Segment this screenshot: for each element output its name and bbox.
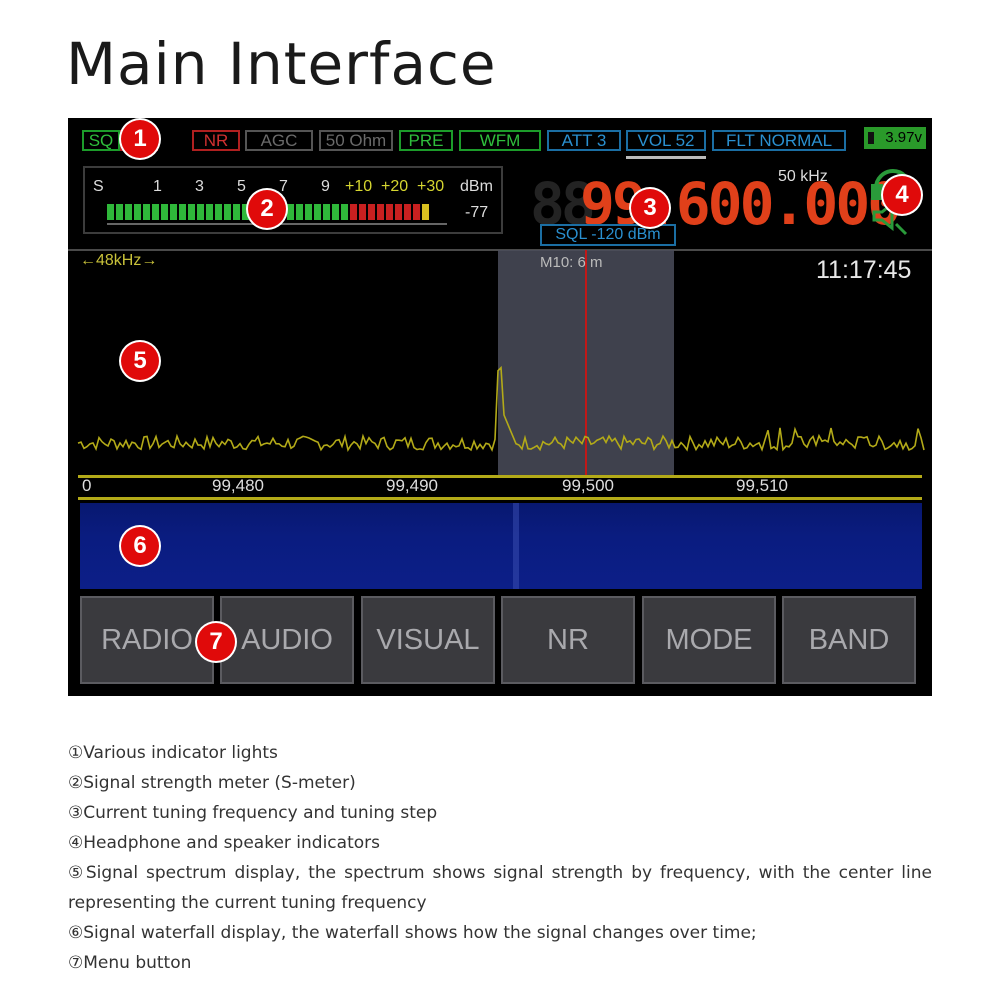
spectrum-axis-line — [78, 475, 922, 478]
smeter-tick-plus: +10 — [345, 178, 373, 195]
legend-descriptions: ①Various indicator lights ②Signal streng… — [68, 738, 932, 978]
smeter-segment — [287, 204, 294, 220]
axis-label: 99,480 — [212, 476, 264, 495]
smeter-segment — [368, 204, 375, 220]
s-meter: S 1 3 5 7 9 +10 +20 +30 dBm -77 — [83, 166, 503, 234]
menu-button-mode[interactable]: MODE — [642, 596, 776, 684]
smeter-tick: 7 — [279, 178, 288, 195]
smeter-tick: 5 — [237, 178, 246, 195]
description-item: ⑦Menu button — [68, 953, 192, 973]
smeter-tick: 3 — [195, 178, 204, 195]
callout-badge-1: 1 — [121, 120, 159, 158]
smeter-segment — [179, 204, 186, 220]
smeter-segment — [107, 204, 114, 220]
spectrum-trace — [77, 365, 925, 453]
smeter-value: -77 — [465, 204, 489, 221]
wfm-indicator: WFM — [459, 130, 541, 151]
smeter-segment — [152, 204, 159, 220]
smeter-segment — [305, 204, 312, 220]
description-item: ②Signal strength meter (S-meter) — [68, 773, 356, 793]
smeter-segment — [233, 204, 240, 220]
flt-indicator: FLT NORMAL — [712, 130, 846, 151]
vol-indicator: VOL 52 — [626, 130, 706, 151]
smeter-segment — [224, 204, 231, 220]
menu-button-nr[interactable]: NR — [501, 596, 635, 684]
smeter-tick-plus: +30 — [417, 178, 445, 195]
memory-marker: M10: 6 m — [540, 254, 603, 271]
smeter-segment — [422, 204, 429, 220]
callout-badge-5: 5 — [121, 342, 159, 380]
vol-underline — [626, 156, 706, 159]
smeter-segment — [125, 204, 132, 220]
smeter-segment — [242, 204, 249, 220]
smeter-segment — [188, 204, 195, 220]
callout-badge-3: 3 — [631, 189, 669, 227]
axis-label: 99,510 — [736, 476, 788, 495]
callout-badge-4: 4 — [883, 176, 921, 214]
smeter-segment — [359, 204, 366, 220]
att-indicator: ATT 3 — [547, 130, 621, 151]
squelch-level: SQL -120 dBm — [540, 224, 676, 246]
sq-indicator: SQ — [82, 130, 120, 151]
menu-button-visual[interactable]: VISUAL — [361, 596, 495, 684]
waterfall-signal-streak — [513, 503, 519, 589]
description-item: ⑥Signal waterfall display, the waterfall… — [68, 923, 757, 943]
axis-label: 0 — [82, 476, 92, 495]
agc-indicator: AGC — [245, 130, 313, 151]
description-item: ①Various indicator lights — [68, 743, 278, 763]
smeter-unit: dBm — [460, 178, 493, 195]
smeter-segment — [350, 204, 357, 220]
smeter-tick-plus: +20 — [381, 178, 409, 195]
smeter-segment — [413, 204, 420, 220]
smeter-segment — [332, 204, 339, 220]
smeter-segment — [404, 204, 411, 220]
axis-label: 99,500 — [562, 476, 614, 495]
waterfall-display[interactable] — [80, 503, 922, 589]
page-title: Main Interface — [66, 30, 497, 98]
description-item: ⑤Signal spectrum display, the spectrum s… — [68, 863, 932, 913]
smeter-tick: 1 — [153, 178, 162, 195]
callout-badge-2: 2 — [248, 190, 286, 228]
smeter-segment — [377, 204, 384, 220]
span-label: ←48kHz→ — [80, 252, 158, 269]
battery-icon — [868, 132, 874, 144]
ohm-indicator: 50 Ohm — [319, 130, 393, 151]
smeter-segment — [116, 204, 123, 220]
smeter-segment — [386, 204, 393, 220]
smeter-segment — [341, 204, 348, 220]
description-item: ④Headphone and speaker indicators — [68, 833, 380, 853]
menu-button-radio[interactable]: RADIO — [80, 596, 214, 684]
smeter-segment — [206, 204, 213, 220]
menu-button-audio[interactable]: AUDIO — [220, 596, 354, 684]
smeter-segment — [197, 204, 204, 220]
smeter-segment — [143, 204, 150, 220]
callout-badge-6: 6 — [121, 527, 159, 565]
smeter-segment — [314, 204, 321, 220]
spectrum-display[interactable] — [68, 250, 932, 476]
smeter-segment — [161, 204, 168, 220]
axis-label: 99,490 — [386, 476, 438, 495]
smeter-tick: 9 — [321, 178, 330, 195]
description-item: ③Current tuning frequency and tuning ste… — [68, 803, 438, 823]
smeter-tick: S — [93, 178, 104, 195]
smeter-segment — [215, 204, 222, 220]
callout-badge-7: 7 — [197, 623, 235, 661]
smeter-segment — [323, 204, 330, 220]
clock: 11:17:45 — [816, 256, 912, 284]
radio-screen: SQ NB NR AGC 50 Ohm PRE WFM ATT 3 VOL 52… — [68, 118, 932, 696]
waterfall-top-line — [78, 497, 922, 500]
pre-indicator: PRE — [399, 130, 453, 151]
menu-button-band[interactable]: BAND — [782, 596, 916, 684]
smeter-segment — [134, 204, 141, 220]
tuning-step: 50 kHz — [778, 168, 828, 185]
speaker-icon — [872, 200, 908, 236]
nr-indicator: NR — [192, 130, 240, 151]
smeter-segment — [170, 204, 177, 220]
smeter-segment — [395, 204, 402, 220]
smeter-segment — [296, 204, 303, 220]
battery-indicator: 3.97v — [864, 127, 926, 149]
